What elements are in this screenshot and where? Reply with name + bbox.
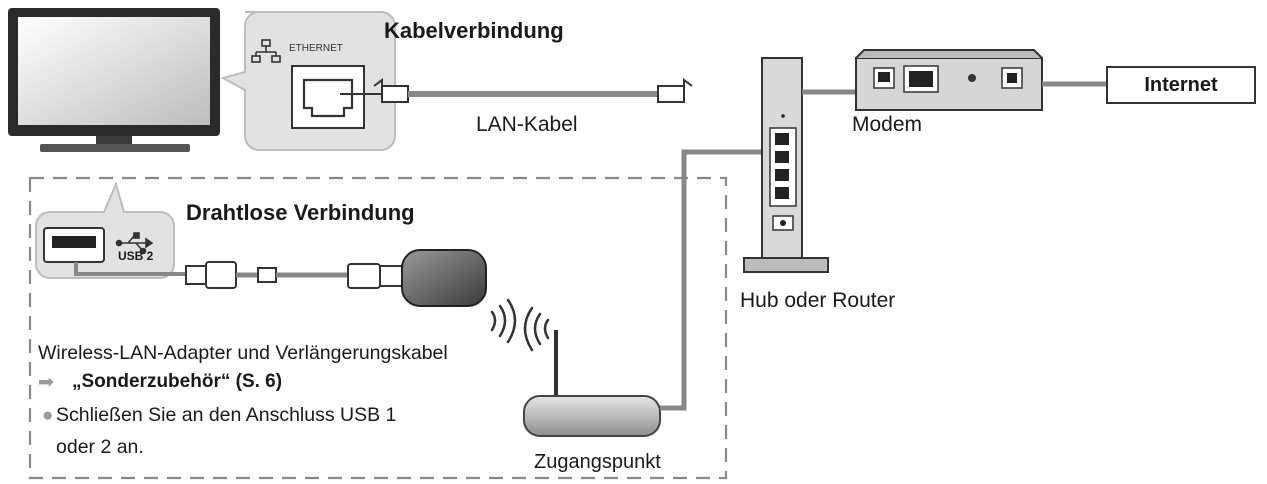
modem-icon xyxy=(855,49,1043,111)
wireless-lan-adapter-icon xyxy=(401,249,487,307)
internet-box: Internet xyxy=(1106,66,1256,104)
wireless-adapter-note: Wireless-LAN-Adapter und Verlängerungska… xyxy=(38,342,448,364)
cable-ap-to-hub xyxy=(660,149,762,411)
lan-cable-label: LAN-Kabel xyxy=(476,113,578,136)
usb-port-label: USB 2 xyxy=(118,249,154,263)
cable-connection-title: Kabelverbindung xyxy=(384,18,564,43)
tv-icon xyxy=(8,8,220,152)
access-point-icon xyxy=(523,330,661,437)
wireless-connection-title: Drahtlose Verbindung xyxy=(186,200,415,225)
wireless-region-frame xyxy=(28,176,728,480)
connect-instruction-line1: Schließen Sie an den Anschluss USB 1 xyxy=(56,404,397,426)
accessory-reference: „Sonderzubehör“ (S. 6) xyxy=(72,371,283,392)
ethernet-port-label: ETHERNET xyxy=(289,43,343,54)
hub-router-icon xyxy=(743,57,829,273)
modem-label: Modem xyxy=(852,113,923,136)
lan-cable xyxy=(340,78,693,103)
wifi-signal-icon-ap xyxy=(523,306,550,352)
bullet-icon: ● xyxy=(42,405,54,426)
arrow-right-icon: ➡ xyxy=(38,372,54,393)
access-point-label: Zugangspunkt xyxy=(534,451,661,473)
connect-instruction-line2: oder 2 an. xyxy=(56,436,144,458)
wifi-signal-icon xyxy=(490,298,517,344)
hub-router-label: Hub oder Router xyxy=(740,289,896,312)
usb-port-callout xyxy=(35,181,175,279)
ethernet-port-callout xyxy=(220,11,396,151)
